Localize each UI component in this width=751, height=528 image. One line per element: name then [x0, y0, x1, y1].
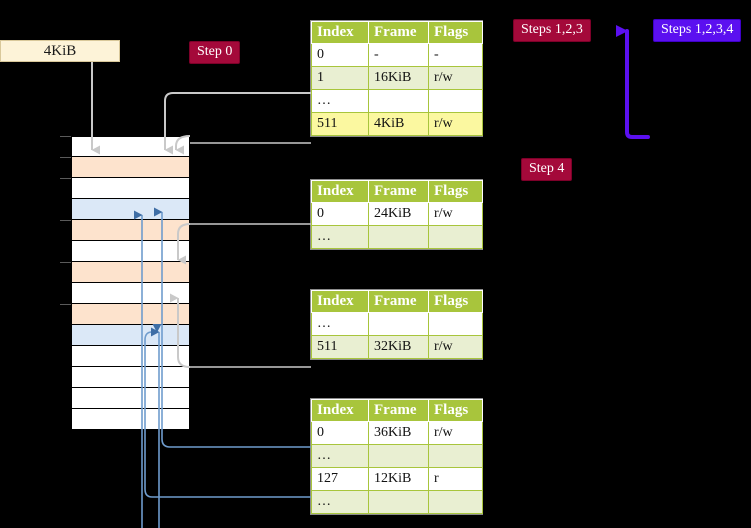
memory-frame-row [71, 157, 190, 178]
table-cell: r/w [428, 112, 483, 136]
badge-steps-1-2-3: Steps 1,2,3 [513, 19, 591, 42]
column-header: Frame [368, 399, 429, 422]
memory-frame-row [71, 304, 190, 325]
memory-frame-row [71, 220, 190, 241]
memory-frame-row [71, 136, 190, 157]
table-cell [428, 89, 483, 113]
table-cell: … [311, 225, 369, 249]
table-cell: r/w [428, 66, 483, 90]
badge-steps-1-2-3-4: Steps 1,2,3,4 [653, 19, 742, 42]
table-cell: r/w [428, 421, 483, 445]
table-cell [428, 490, 483, 514]
badge-step-4: Step 4 [521, 158, 573, 181]
memory-row-tick [60, 304, 71, 305]
table-cell: 0 [311, 43, 369, 67]
table-cell: 36KiB [368, 421, 429, 445]
column-header: Frame [368, 21, 429, 44]
table-cell [428, 312, 483, 336]
memory-row-tick [60, 136, 71, 137]
table-row: … [311, 89, 483, 113]
table-cell: … [311, 444, 369, 468]
table-row: … [311, 490, 483, 514]
memory-frame-row [71, 325, 190, 346]
table-cell: 1 [311, 66, 369, 90]
memory-size-label: 4KiB [0, 40, 120, 62]
table-cell: 511 [311, 112, 369, 136]
column-header: Index [311, 180, 369, 203]
memory-frame-row [71, 409, 190, 430]
table-cell: 511 [311, 335, 369, 359]
table-cell [368, 312, 429, 336]
column-header: Flags [428, 21, 483, 44]
table-row: … [311, 225, 483, 249]
table-cell: 0 [311, 202, 369, 226]
memory-frame-row [71, 178, 190, 199]
table-cell: 4KiB [368, 112, 429, 136]
table-cell [428, 225, 483, 249]
table-cell: … [311, 89, 369, 113]
table-cell: r/w [428, 202, 483, 226]
table-cell [368, 444, 429, 468]
memory-row-tick [60, 262, 71, 263]
table-row: … [311, 312, 483, 336]
column-header: Index [311, 290, 369, 313]
table-cell: r/w [428, 335, 483, 359]
memory-frame-row [71, 388, 190, 409]
table-row: … [311, 444, 483, 468]
wire-steps-bracket [616, 25, 650, 139]
column-header: Frame [368, 180, 429, 203]
memory-row-tick [60, 157, 71, 158]
table-cell [368, 225, 429, 249]
table-cell: 16KiB [368, 66, 429, 90]
column-header: Index [311, 399, 369, 422]
memory-frame-row [71, 241, 190, 262]
table-row: 0-- [311, 43, 483, 67]
column-header: Flags [428, 399, 483, 422]
table-cell [428, 444, 483, 468]
table-cell: - [368, 43, 429, 67]
memory-frame-row [71, 367, 190, 388]
memory-frame-row [71, 283, 190, 304]
table-cell: 0 [311, 421, 369, 445]
table-cell: 127 [311, 467, 369, 491]
column-header: Frame [368, 290, 429, 313]
memory-row-tick [60, 178, 71, 179]
badge-step-0: Step 0 [189, 41, 241, 64]
table-cell: r [428, 467, 483, 491]
table-cell: … [311, 490, 369, 514]
table-cell: 24KiB [368, 202, 429, 226]
physical-memory-column [60, 136, 190, 430]
memory-frame-row [71, 346, 190, 367]
table-cell [368, 490, 429, 514]
column-header: Flags [428, 180, 483, 203]
table-cell: 12KiB [368, 467, 429, 491]
memory-frame-row [71, 199, 190, 220]
table-cell: … [311, 312, 369, 336]
table-cell: 32KiB [368, 335, 429, 359]
memory-frame-row [71, 262, 190, 283]
table-cell: - [428, 43, 483, 67]
memory-row-tick [60, 220, 71, 221]
column-header: Index [311, 21, 369, 44]
table-cell [368, 89, 429, 113]
column-header: Flags [428, 290, 483, 313]
